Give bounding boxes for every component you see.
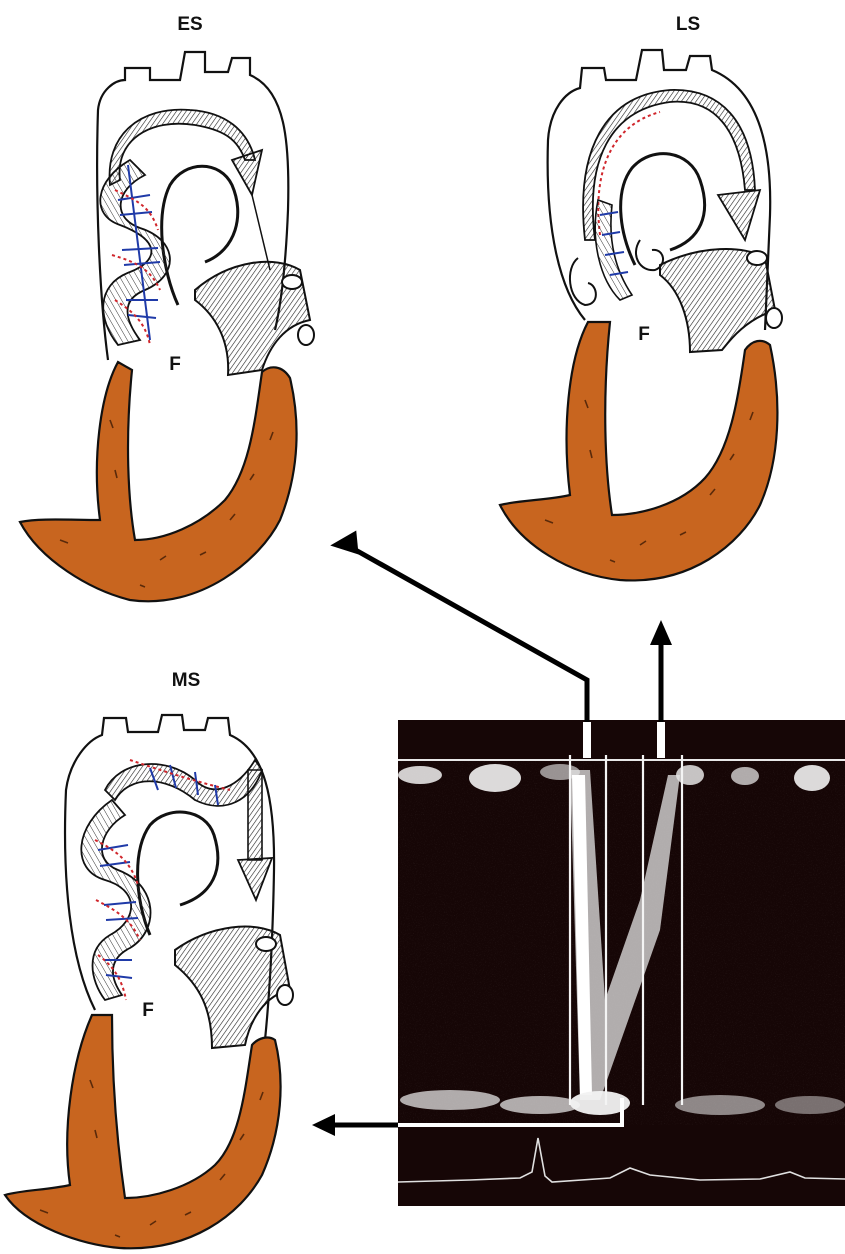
arrow-left-icon-ms	[312, 1114, 335, 1136]
doppler-marker-es	[583, 722, 591, 758]
arrow-to-es-shaft	[352, 548, 587, 722]
ms-vessel-stub-2	[277, 985, 293, 1005]
ls-flow-label: F	[638, 324, 650, 345]
es-ventricle	[20, 362, 297, 601]
ls-ventricle	[500, 322, 777, 580]
es-vessel-stub-2	[298, 325, 314, 345]
arrow-up-icon	[650, 620, 672, 645]
ms-label: MS	[172, 670, 201, 691]
es-vessel-stub-1	[282, 275, 302, 289]
ms-flow-label: F	[142, 1000, 154, 1021]
ls-vessel-stub-1	[747, 251, 767, 265]
doppler-speckle	[398, 760, 845, 1125]
es-label: ES	[177, 14, 202, 35]
ms-vessel-stub-1	[256, 937, 276, 951]
panel-ls: LS F	[500, 14, 782, 580]
arrow-left-icon	[330, 530, 367, 564]
panel-es: ES F	[20, 14, 314, 601]
ms-descending-tube	[248, 770, 262, 860]
ls-label: LS	[676, 14, 700, 35]
ms-ventricle	[5, 1015, 281, 1248]
panel-ms: MS F	[5, 670, 293, 1248]
ls-vessel-stub-2	[766, 308, 782, 328]
doppler-marker-ls	[657, 722, 665, 758]
es-flow-label: F	[169, 354, 181, 375]
doppler-panel	[398, 720, 845, 1206]
